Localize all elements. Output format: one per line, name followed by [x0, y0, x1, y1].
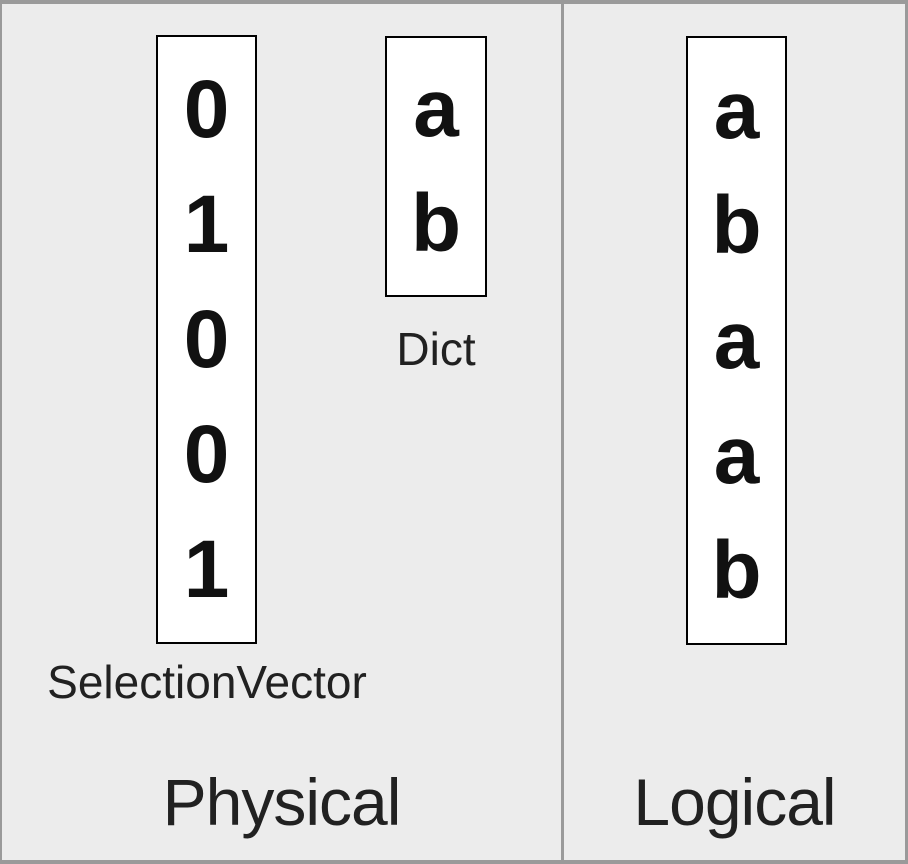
dict-box: a b [385, 36, 487, 297]
selection-vector-cell: 0 [183, 63, 230, 155]
dict-cell: a [413, 63, 459, 154]
panel-divider [561, 4, 564, 860]
logical-cell: a [713, 409, 760, 501]
logical-vector-box: a b a a b [686, 36, 787, 645]
logical-panel-title: Logical [633, 765, 836, 839]
dict-cell: b [410, 178, 462, 269]
selection-vector-box: 0 1 0 0 1 [156, 35, 257, 644]
logical-cell: a [713, 64, 760, 156]
dict-label: Dict [396, 323, 476, 375]
logical-cell: a [713, 294, 760, 386]
selection-vector-cell: 0 [183, 408, 230, 500]
logical-cell: b [711, 179, 762, 271]
selection-vector-cell: 0 [183, 293, 230, 385]
physical-panel-title: Physical [162, 765, 402, 839]
selection-vector-cell: 1 [183, 178, 230, 270]
selection-vector-label: SelectionVector [47, 656, 367, 708]
selection-vector-cell: 1 [183, 523, 230, 615]
logical-cell: b [711, 524, 762, 616]
